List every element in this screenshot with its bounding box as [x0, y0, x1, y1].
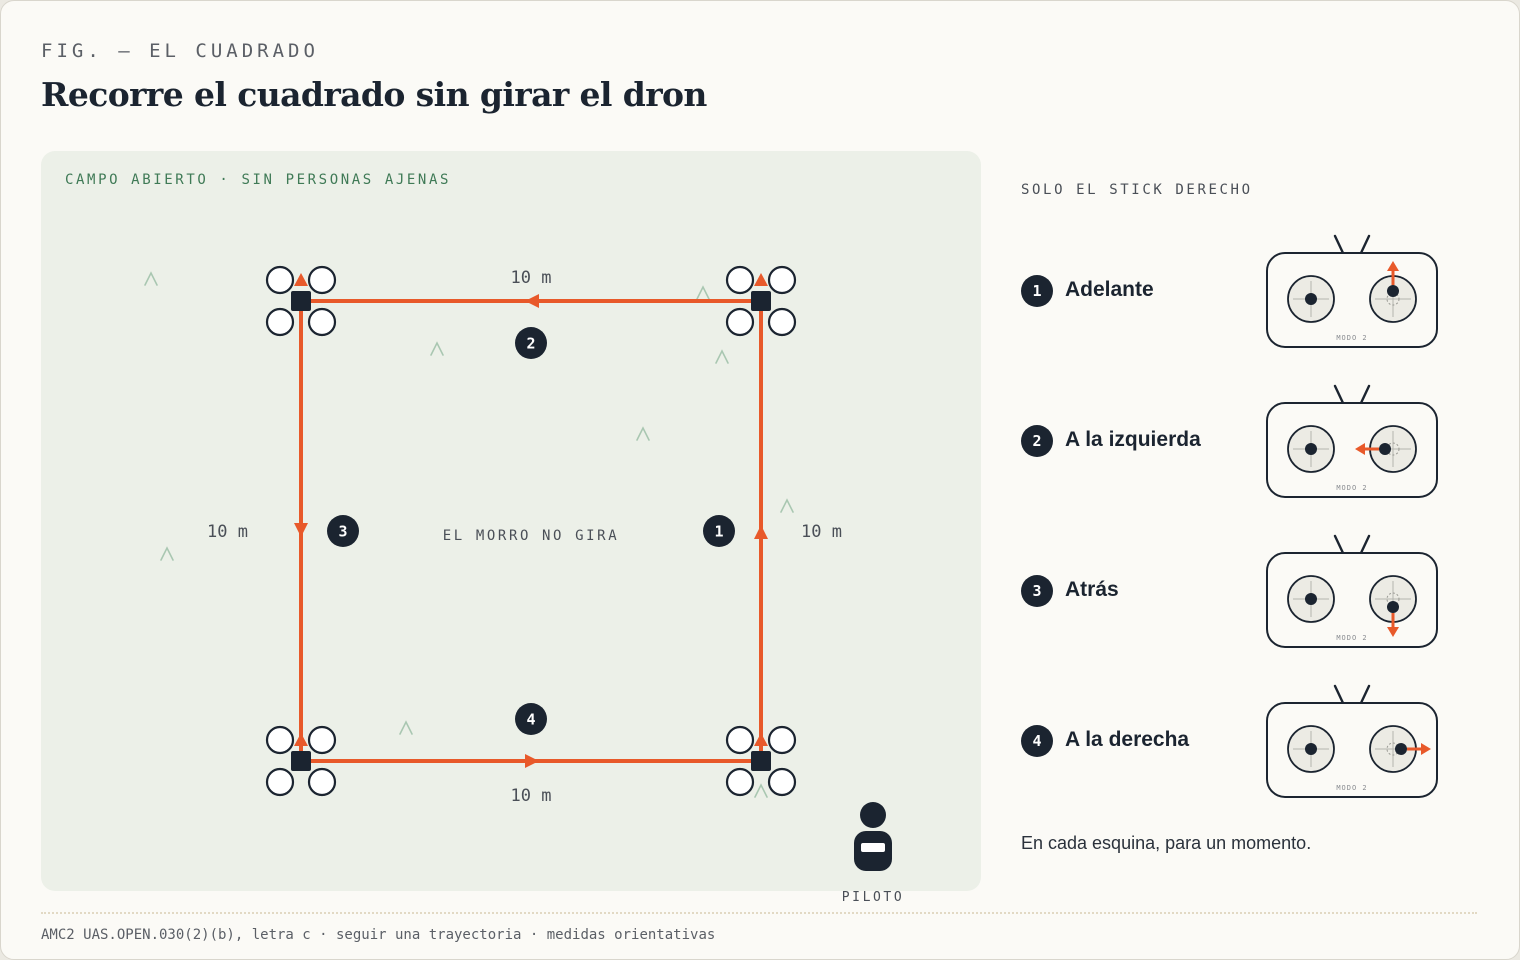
- svg-text:2: 2: [526, 335, 535, 353]
- grass-tuft: [754, 783, 768, 798]
- step-badge: 1: [1021, 275, 1053, 307]
- step-label: A la derecha: [1065, 728, 1190, 751]
- step-forward: 1 Adelante MODO 2: [1021, 234, 1501, 361]
- distance-label-left: 10 m: [207, 522, 248, 542]
- direction-arrows: [294, 294, 768, 768]
- svg-text:1: 1: [714, 523, 723, 541]
- drone-icon: [725, 265, 797, 337]
- step-label: Atrás: [1065, 578, 1119, 601]
- step-badge: 2: [1021, 425, 1053, 457]
- svg-text:4: 4: [526, 711, 535, 729]
- remote-controller-icon: MODO 2: [1266, 384, 1438, 498]
- figure-title: Recorre el cuadrado sin girar el dron: [41, 75, 707, 114]
- grass-tuft: [780, 498, 794, 513]
- arrow-left-icon: [525, 294, 539, 308]
- figure-kicker: FIG. — EL CUADRADO: [41, 40, 319, 62]
- svg-text:MODO 2: MODO 2: [1336, 484, 1367, 492]
- remote-controller-icon: MODO 2: [1266, 234, 1438, 348]
- svg-text:MODO 2: MODO 2: [1336, 334, 1367, 342]
- distance-label-right: 10 m: [801, 522, 842, 542]
- svg-text:MODO 2: MODO 2: [1336, 634, 1367, 642]
- pilot-icon: [854, 802, 892, 871]
- arrow-right-icon: [525, 754, 539, 768]
- step-back: 3 Atrás MODO 2: [1021, 534, 1501, 661]
- step-label: Adelante: [1065, 278, 1154, 301]
- step-left: 2 A la izquierda MODO 2: [1021, 384, 1501, 511]
- drone-icon: [725, 725, 797, 797]
- field-label: CAMPO ABIERTO · SIN PERSONAS AJENAS: [65, 172, 452, 188]
- open-field-area: CAMPO ABIERTO · SIN PERSONAS AJENAS: [41, 151, 981, 891]
- leg-badge-2: 2: [515, 327, 547, 359]
- grass-tuft: [144, 271, 158, 286]
- corner-pause-note: En cada esquina, para un momento.: [1021, 833, 1312, 853]
- pilot-label: PILOTO: [841, 890, 905, 905]
- drone-icon: [265, 725, 337, 797]
- grass-tuft: [696, 285, 710, 300]
- step-badge: 4: [1021, 725, 1053, 757]
- step-label: A la izquierda: [1065, 428, 1201, 451]
- grass-tuft: [160, 546, 174, 561]
- arrow-down-icon: [294, 523, 308, 537]
- step-badge: 3: [1021, 575, 1053, 607]
- leg-badge-4: 4: [515, 703, 547, 735]
- remote-controller-icon: MODO 2: [1266, 684, 1438, 798]
- panel-title: SOLO EL STICK DERECHO: [1021, 182, 1253, 198]
- distance-label-top: 10 m: [511, 268, 552, 288]
- leg-badge-1: 1: [703, 515, 735, 547]
- grass-tuft: [430, 341, 444, 356]
- grass-tuft: [399, 720, 413, 735]
- remote-controller-icon: MODO 2: [1266, 534, 1438, 648]
- footer-divider: [41, 912, 1477, 914]
- grass-tufts: [144, 271, 794, 798]
- step-right: 4 A la derecha MODO 2: [1021, 684, 1501, 811]
- distance-label-bottom: 10 m: [511, 786, 552, 806]
- grass-tuft: [715, 349, 729, 364]
- footer-citation: AMC2 UAS.OPEN.030(2)(b), letra c · segui…: [41, 927, 716, 943]
- svg-text:MODO 2: MODO 2: [1336, 784, 1367, 792]
- arrow-up-icon: [754, 525, 768, 539]
- svg-text:3: 3: [338, 523, 347, 541]
- square-path-diagram: 10 m 10 m 10 m 10 m 2 1 3 4 EL MORRO NO …: [144, 265, 892, 871]
- drone-icon: [265, 265, 337, 337]
- leg-badge-3: 3: [327, 515, 359, 547]
- grass-tuft: [636, 426, 650, 441]
- drone-markers: [265, 265, 797, 797]
- heading-note: EL MORRO NO GIRA: [443, 528, 619, 544]
